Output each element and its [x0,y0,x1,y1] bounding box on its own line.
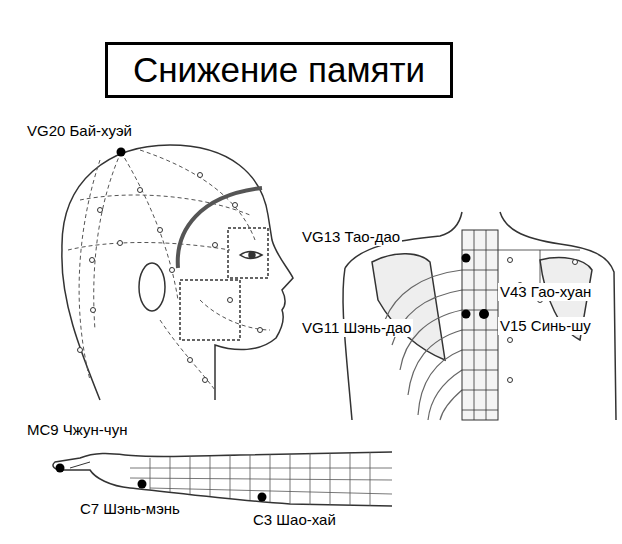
point-label: VG20 Бай-хуэй [25,122,134,140]
point-label: V43 Гао-хуан [498,283,593,301]
title-box: Снижение памяти [105,42,453,98]
title: Снижение памяти [133,50,425,90]
point-label: VG13 Тао-дао [300,228,402,246]
point-label: V15 Синь-шу [498,317,593,335]
point-label: VG11 Шэнь-дао [300,319,413,337]
point-label: C7 Шэнь-мэнь [78,500,182,518]
point-label: MC9 Чжун-чун [25,421,129,439]
point-label: C3 Шао-хай [251,511,338,529]
